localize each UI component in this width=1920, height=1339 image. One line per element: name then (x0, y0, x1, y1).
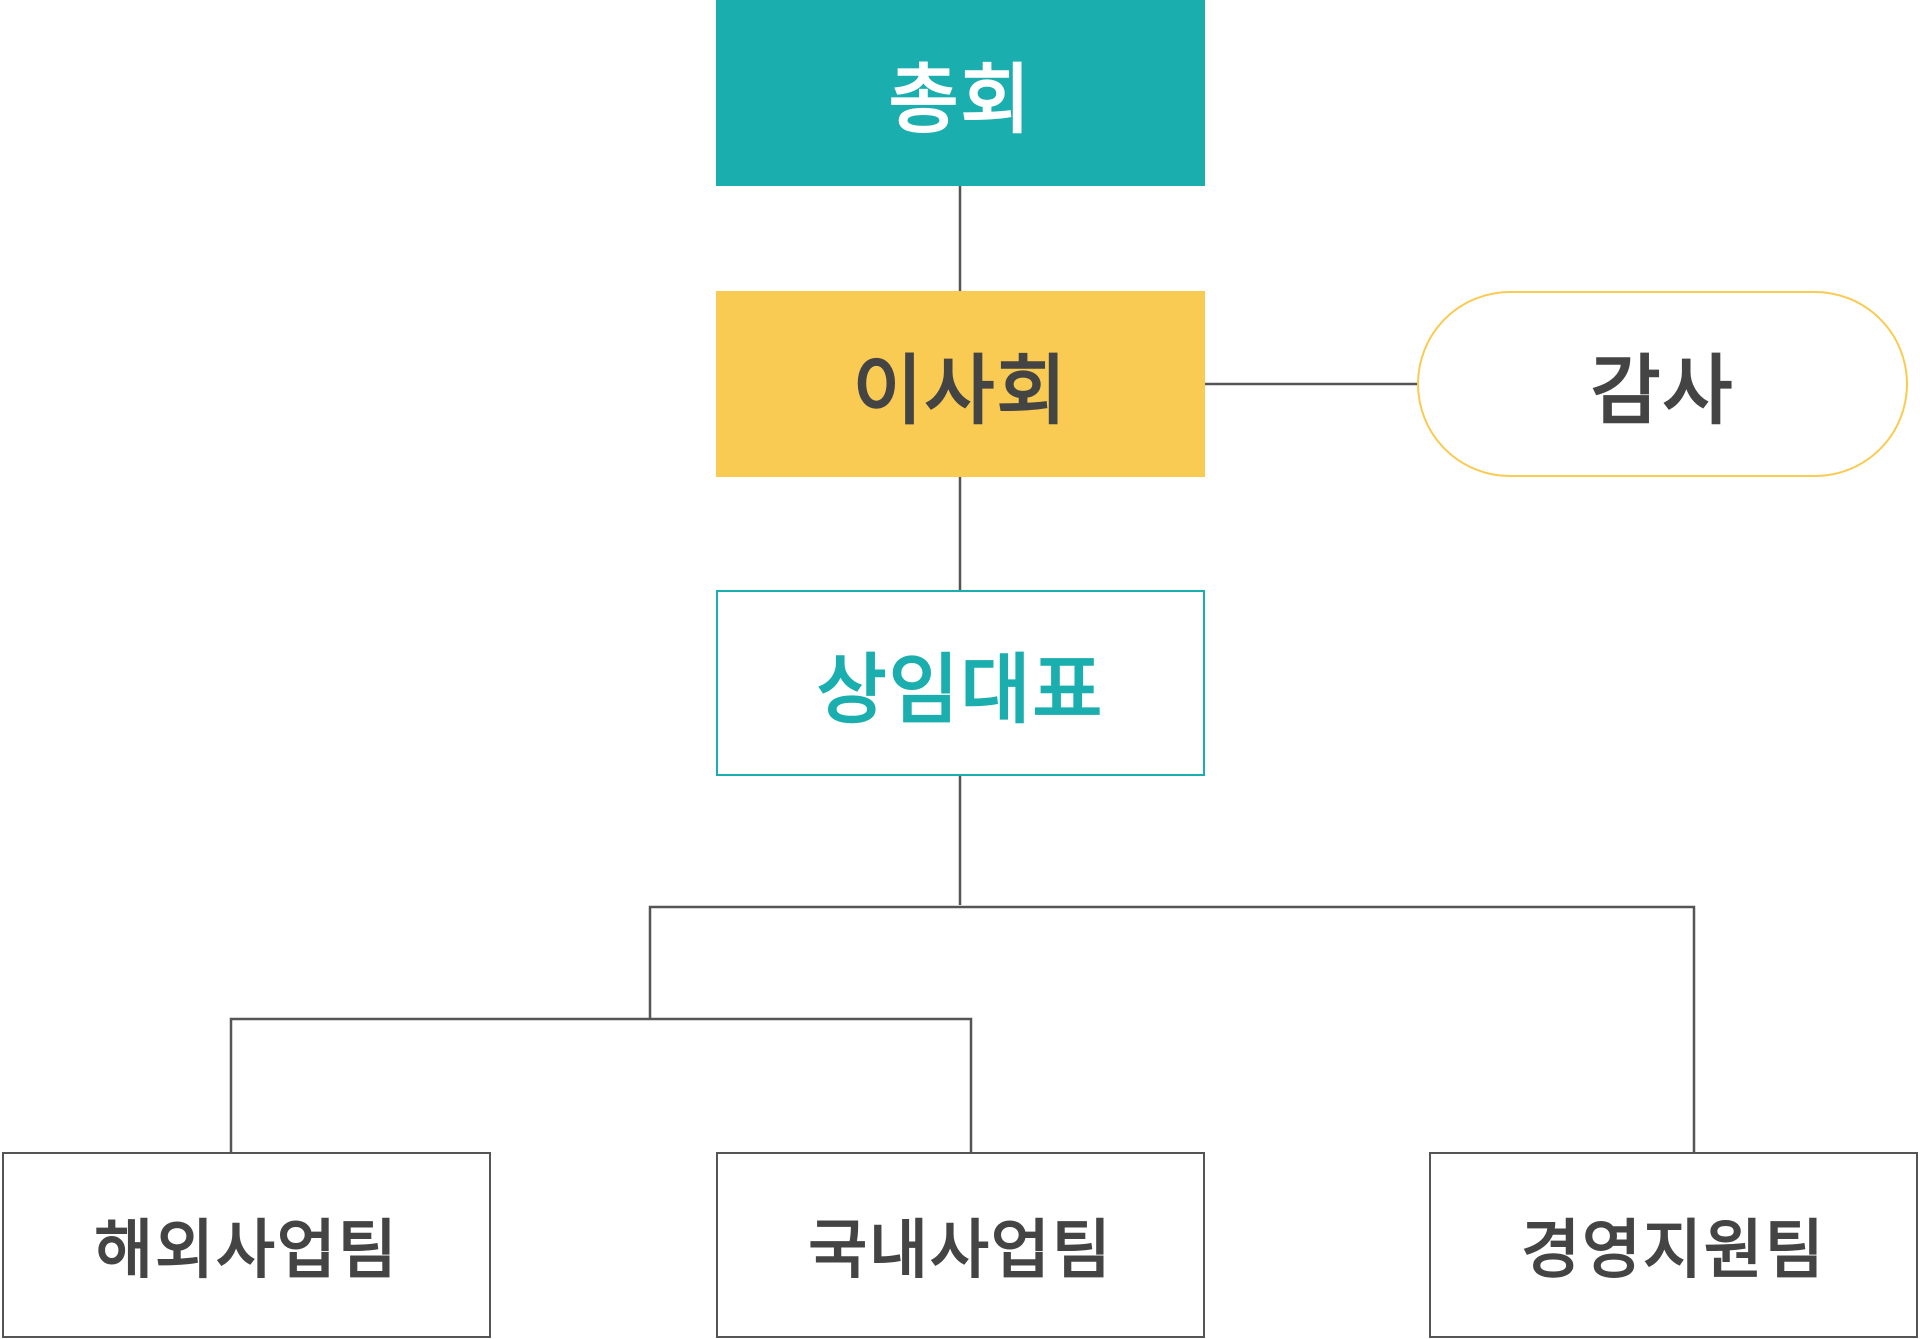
connector-main-branch (648, 905, 1696, 1152)
node-team-overseas-label: 해외사업팀 (94, 1214, 399, 1288)
node-board-label: 이사회 (852, 346, 1069, 435)
node-audit: 감사 (1417, 291, 1908, 477)
node-team-domestic: 국내사업팀 (716, 1152, 1205, 1338)
node-ceo: 상임대표 (716, 590, 1205, 776)
node-general-assembly-label: 총회 (888, 55, 1033, 144)
node-team-management: 경영지원팀 (1429, 1152, 1918, 1338)
node-ceo-label: 상임대표 (816, 645, 1105, 734)
connector-sub-branch (229, 1017, 973, 1152)
node-team-management-label: 경영지원팀 (1521, 1214, 1826, 1288)
node-team-domestic-label: 국내사업팀 (808, 1214, 1113, 1288)
node-general-assembly: 총회 (716, 0, 1205, 186)
node-board: 이사회 (716, 291, 1205, 477)
node-team-overseas: 해외사업팀 (2, 1152, 491, 1338)
node-audit-label: 감사 (1590, 346, 1735, 435)
